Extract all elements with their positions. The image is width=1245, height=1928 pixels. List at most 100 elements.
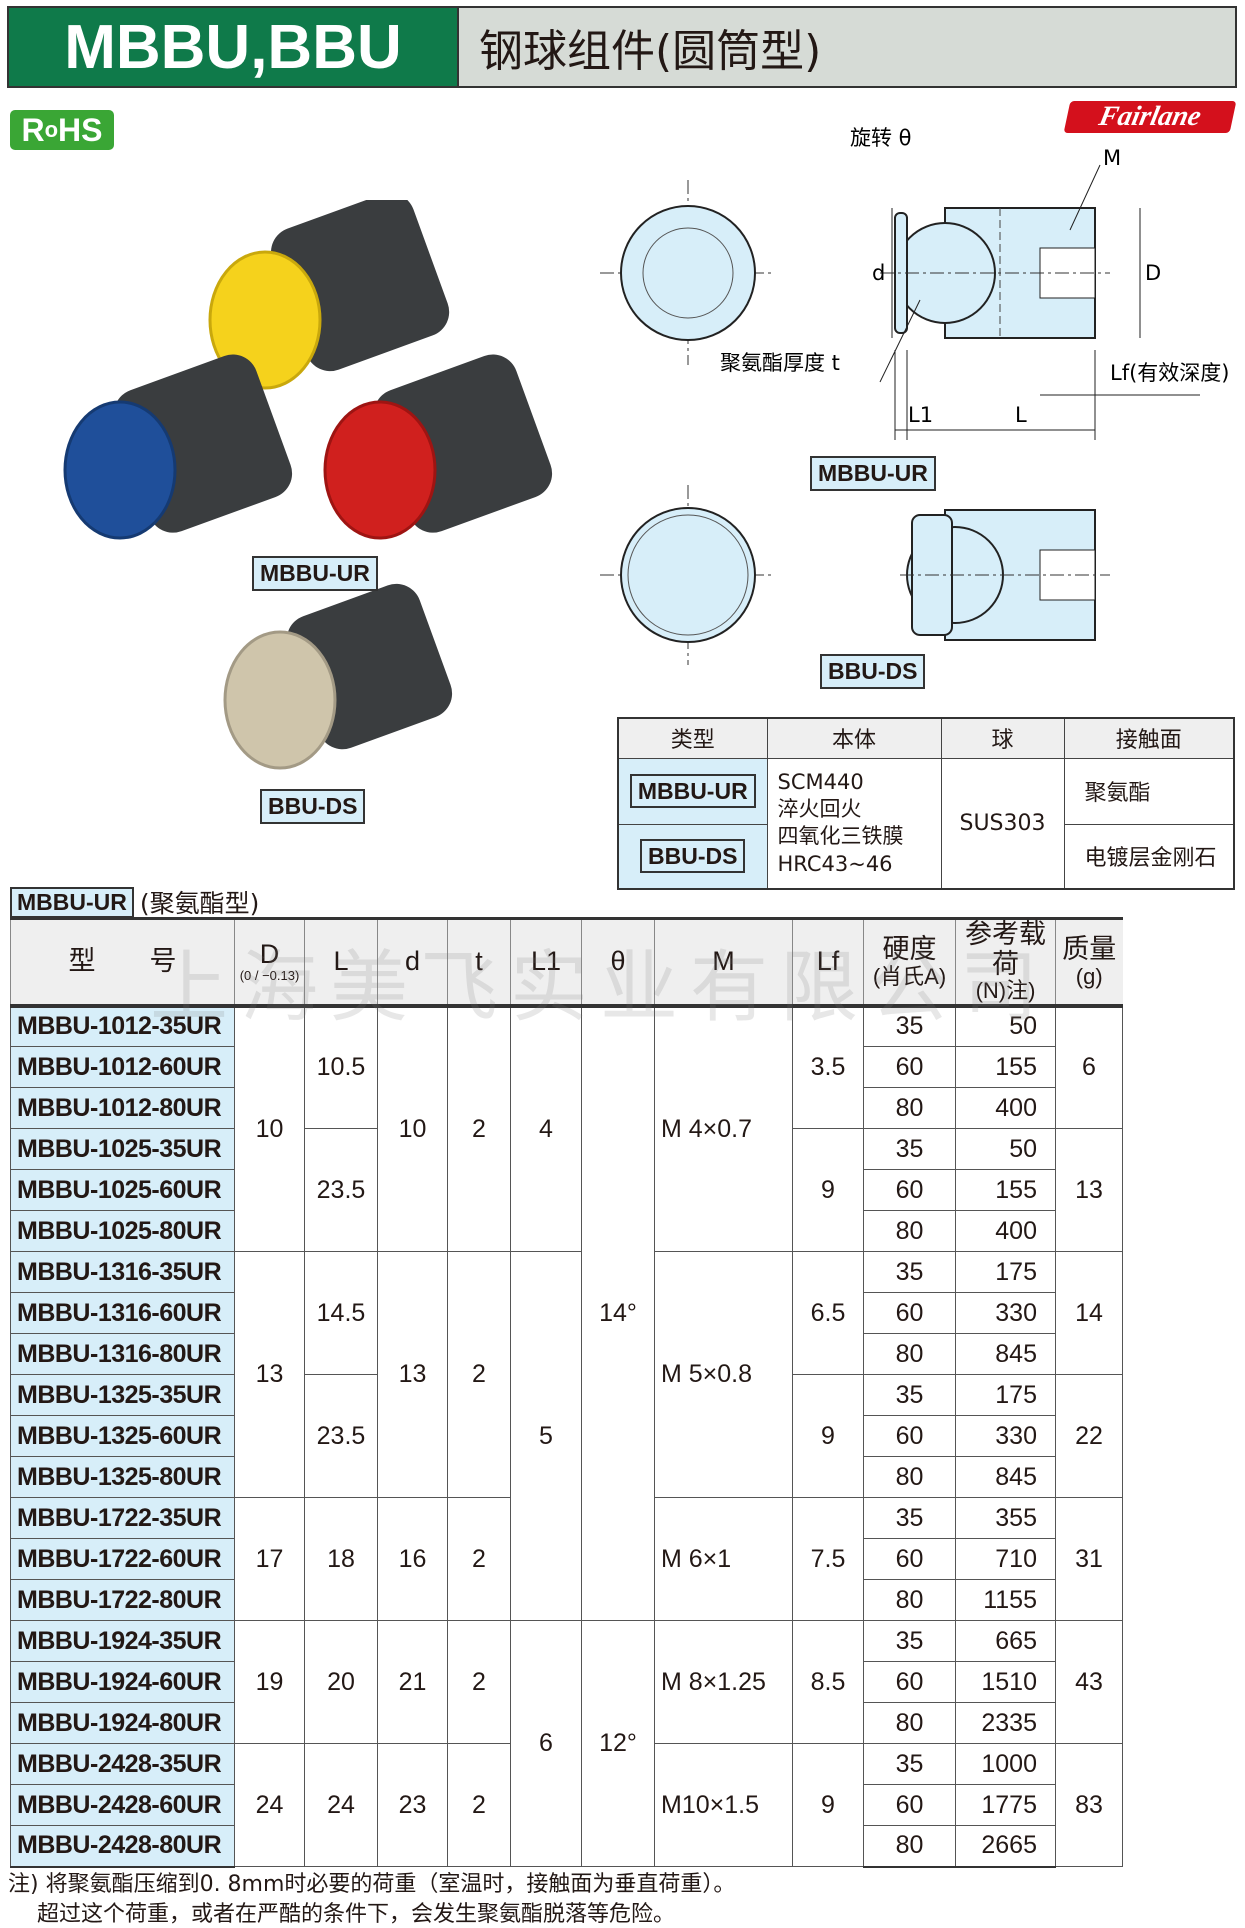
model-cell: MBBU-2428-60UR bbox=[10, 1784, 235, 1827]
load-cell: 1155 bbox=[955, 1579, 1056, 1622]
header-label: 参考载荷 bbox=[965, 919, 1046, 979]
l-cell: 23.5 bbox=[304, 1374, 378, 1499]
lf-cell: 9 bbox=[792, 1743, 864, 1868]
model-cell: MBBU-1025-80UR bbox=[10, 1210, 235, 1253]
type-ur: MBBU-UR bbox=[629, 773, 756, 808]
photo-blue-ball bbox=[63, 354, 293, 540]
model-cell: MBBU-1316-35UR bbox=[10, 1251, 235, 1294]
load-cell: 330 bbox=[955, 1415, 1056, 1458]
drawing-label-ds: BBU-DS bbox=[820, 654, 926, 689]
header-D: D(0 / −0.13) bbox=[234, 916, 305, 1008]
model-cell: MBBU-1924-60UR bbox=[10, 1661, 235, 1704]
l-cell: 24 bbox=[304, 1743, 378, 1868]
l-cell: 20 bbox=[304, 1620, 378, 1745]
model-cell: MBBU-1722-60UR bbox=[10, 1538, 235, 1581]
l1-label: L1 bbox=[908, 403, 933, 427]
load-cell: 710 bbox=[955, 1538, 1056, 1581]
model-cell: MBBU-1316-80UR bbox=[10, 1333, 235, 1376]
m-cell: M 6×1 bbox=[654, 1497, 793, 1622]
load-cell: 665 bbox=[955, 1620, 1056, 1663]
load-cell: 355 bbox=[955, 1497, 1056, 1540]
load-cell: 1775 bbox=[955, 1784, 1056, 1827]
load-cell: 330 bbox=[955, 1292, 1056, 1335]
load-cell: 155 bbox=[955, 1169, 1056, 1212]
product-photos bbox=[63, 200, 553, 770]
l1-cell: 6 bbox=[510, 1620, 582, 1868]
model-cell: MBBU-1012-35UR bbox=[10, 1005, 235, 1048]
photo-red-ball bbox=[323, 354, 553, 540]
t-cell: 2 bbox=[447, 1497, 511, 1622]
front-view-ur bbox=[600, 180, 775, 365]
header-label: 硬度 bbox=[882, 933, 937, 964]
model-cell: MBBU-1924-35UR bbox=[10, 1620, 235, 1663]
lf-cell: 6.5 bbox=[792, 1251, 864, 1376]
body-hardness: HRC43~46 bbox=[777, 851, 893, 876]
m-cell: M 4×0.7 bbox=[654, 1005, 793, 1253]
hardness-cell: 80 bbox=[863, 1702, 956, 1745]
load-cell: 400 bbox=[955, 1087, 1056, 1130]
header-body: 本体 bbox=[766, 717, 942, 759]
header-model: 型 号 bbox=[10, 916, 235, 1008]
lf-cell: 9 bbox=[792, 1374, 864, 1499]
section-code: MBBU-UR bbox=[10, 886, 134, 918]
hardness-cell: 80 bbox=[863, 1825, 956, 1868]
l-cell: 10.5 bbox=[304, 1005, 378, 1130]
hardness-cell: 35 bbox=[863, 1374, 956, 1417]
lf-cell: 3.5 bbox=[792, 1005, 864, 1130]
hardness-cell: 60 bbox=[863, 1292, 956, 1335]
t-cell: 2 bbox=[447, 1005, 511, 1253]
section-text: (聚氨酯型) bbox=[139, 889, 260, 918]
l1-cell: 5 bbox=[510, 1251, 582, 1622]
t-cell: 2 bbox=[447, 1620, 511, 1745]
footnote-1: 注) 将聚氨酯压缩到0. 8mm时必要的荷重（室温时，接触面为垂直荷重）。 bbox=[8, 1872, 736, 1897]
l1-cell: 4 bbox=[510, 1005, 582, 1253]
ball-material: SUS303 bbox=[940, 757, 1065, 890]
D-label: D bbox=[1145, 261, 1161, 285]
d-cell: 10 bbox=[377, 1005, 448, 1253]
header-label: D bbox=[259, 938, 280, 969]
header-label: 质量 bbox=[1062, 933, 1117, 964]
mass-cell: 43 bbox=[1055, 1620, 1123, 1745]
surface-ds: 电镀层金刚石 bbox=[1063, 823, 1235, 890]
model-cell: MBBU-2428-80UR bbox=[10, 1825, 235, 1868]
thickness-label: 聚氨酯厚度 t bbox=[720, 351, 840, 375]
mass-cell: 14 bbox=[1055, 1251, 1123, 1376]
header-Lf: Lf bbox=[792, 916, 864, 1008]
footnote-2: 超过这个荷重，或者在严酷的条件下，会发生聚氨酯脱落等危险。 bbox=[8, 1902, 675, 1927]
model-cell: MBBU-1012-60UR bbox=[10, 1046, 235, 1089]
load-cell: 845 bbox=[955, 1456, 1056, 1499]
d-cell: 10 bbox=[234, 1005, 305, 1253]
header-label: L1 bbox=[530, 945, 562, 976]
d-cell: 16 bbox=[377, 1497, 448, 1622]
header-theta: θ bbox=[581, 916, 655, 1008]
load-cell: 50 bbox=[955, 1128, 1056, 1171]
l-cell: 23.5 bbox=[304, 1128, 378, 1253]
header-label: 型 号 bbox=[68, 945, 177, 976]
header-surface: 接触面 bbox=[1063, 717, 1235, 759]
mass-cell: 22 bbox=[1055, 1374, 1123, 1499]
model-cell: MBBU-1316-60UR bbox=[10, 1292, 235, 1335]
header-label: Lf bbox=[816, 945, 840, 976]
photo-label-ur: MBBU-UR bbox=[252, 556, 378, 591]
header-sub: (g) bbox=[1075, 963, 1103, 989]
model-cell: MBBU-1325-80UR bbox=[10, 1456, 235, 1499]
header-d: d bbox=[377, 916, 448, 1008]
hardness-cell: 60 bbox=[863, 1784, 956, 1827]
side-view-ur bbox=[880, 207, 1110, 339]
header-load: 参考载荷(N)注) bbox=[955, 916, 1056, 1008]
hardness-cell: 80 bbox=[863, 1456, 956, 1499]
body-coating: 四氧化三铁膜 bbox=[777, 824, 904, 849]
model-cell: MBBU-1325-60UR bbox=[10, 1415, 235, 1458]
header-sub: (0 / −0.13) bbox=[239, 968, 300, 984]
hardness-cell: 35 bbox=[863, 1128, 956, 1171]
